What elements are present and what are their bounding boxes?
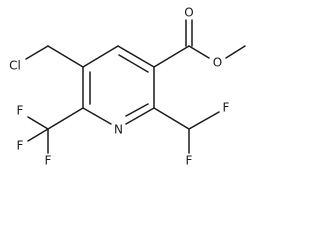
ring-bond-c4-c5	[82, 45, 119, 68]
bond-ether-o-methyl	[225, 45, 246, 59]
chemical-structure-diagram: N O O Cl F F F F F	[9, 6, 246, 168]
carbonyl-oxygen-label: O	[184, 6, 193, 20]
ring-nitrogen-label: N	[114, 123, 123, 137]
ring-bond-n1-c2	[125, 107, 155, 125]
bond-cf3-f-left	[27, 128, 49, 142]
bond-c3-carbonyl	[153, 45, 190, 68]
bond-c2-chf2	[153, 107, 190, 130]
cf3-fluorine-bottom-label: F	[45, 154, 52, 168]
bond-carbonyl-ether-o	[188, 45, 210, 59]
ether-oxygen-label: O	[213, 56, 222, 70]
chlorine-label: Cl	[9, 59, 21, 73]
bond-c6-cf3	[47, 107, 84, 130]
bond-cf3-f-top	[27, 116, 49, 130]
ring-bond-c4-c3-inner	[118, 54, 149, 73]
ring-bond-n1-c2-inner	[125, 103, 149, 117]
chf2-fluorine-upper-label: F	[223, 101, 230, 115]
ring-bond-c6-n1	[82, 107, 112, 125]
bond-chf2-f-upper	[188, 111, 220, 130]
atom-labels: N O O Cl F F F F F	[9, 6, 229, 168]
cf3-fluorine-top-label: F	[17, 104, 24, 118]
chf2-fluorine-lower-label: F	[186, 154, 193, 168]
bond-lines	[25, 19, 246, 154]
ring-bond-c3-c4	[117, 45, 155, 68]
cf3-fluorine-left-label: F	[17, 139, 24, 153]
bond-c5-ch2	[47, 45, 84, 68]
bond-ch2-cl	[25, 45, 49, 60]
